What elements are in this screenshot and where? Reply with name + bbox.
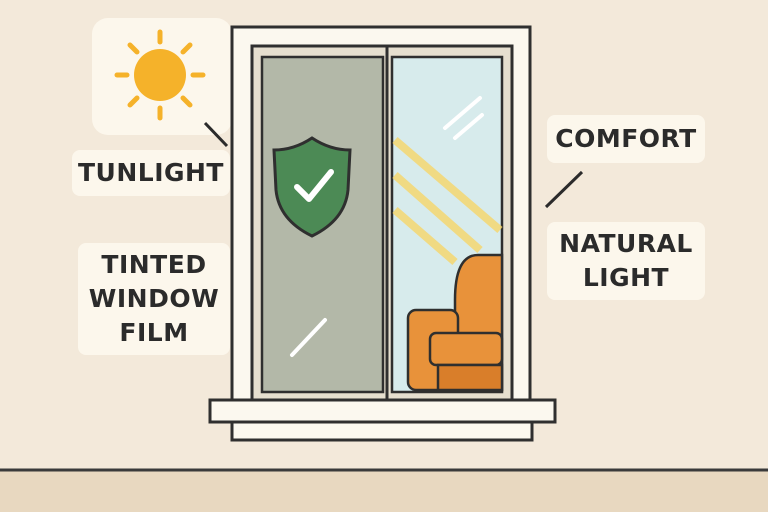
glass-glare bbox=[290, 96, 484, 357]
sunlight-label: TUNLIGHT bbox=[72, 150, 230, 196]
sunlight-label-text: TUNLIGHT bbox=[77, 158, 224, 187]
floor bbox=[0, 470, 768, 512]
comfort-label-text: COMFORT bbox=[555, 124, 697, 153]
window-sill bbox=[208, 398, 557, 424]
natural-label-line1: NATURAL bbox=[559, 229, 693, 258]
tinted-label-line2: WINDOW bbox=[88, 284, 220, 313]
comfort-label: COMFORT bbox=[547, 115, 705, 163]
tinted-label-line1: TINTED bbox=[101, 250, 207, 279]
sun-icon bbox=[114, 29, 206, 121]
tinted-label-line3: FILM bbox=[119, 318, 189, 347]
comfort-pointer bbox=[544, 170, 584, 209]
natural-label-line2: LIGHT bbox=[582, 263, 670, 292]
natural-light-label: NATURAL LIGHT bbox=[547, 222, 705, 300]
sunlight-pointer bbox=[203, 121, 229, 148]
window bbox=[208, 25, 557, 442]
armchair bbox=[406, 253, 504, 392]
tinted-window-film-label: TINTED WINDOW FILM bbox=[78, 243, 230, 355]
shield-check-icon bbox=[272, 136, 352, 238]
sunbeams bbox=[392, 136, 503, 266]
